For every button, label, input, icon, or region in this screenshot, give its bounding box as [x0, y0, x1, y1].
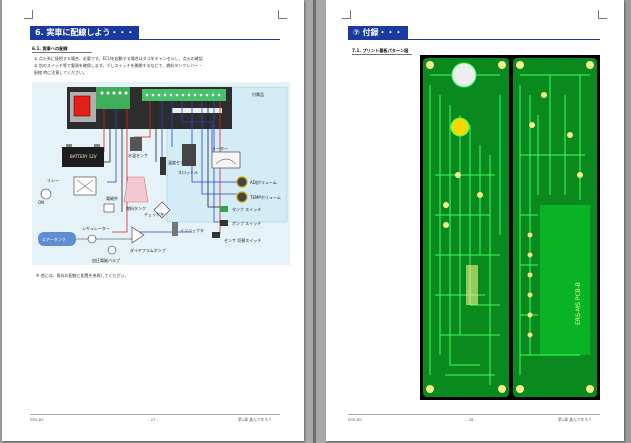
split-divider[interactable]: [313, 0, 316, 443]
relay-label: リレー: [47, 178, 59, 183]
page-number: - 27 -: [148, 417, 158, 422]
pcb-board-left: [423, 58, 509, 397]
crop-mark: [342, 10, 351, 19]
pressure-valve-label: 加圧電磁バルブ: [92, 257, 120, 263]
water-sensor: [130, 137, 142, 151]
pcb-pattern-figure: ERS-MS PCB-B: [420, 55, 600, 400]
ad-volume-label: ADJボリューム: [250, 179, 277, 185]
footer-right: 第1章 進んで作ろう: [558, 417, 592, 422]
air-tank-label: エアータンク: [42, 236, 66, 242]
ignition-label: ON: [38, 200, 44, 205]
page-number: - 28 -: [466, 417, 476, 422]
check-valve-label: チェック弁: [144, 211, 164, 217]
footer-rule: [30, 414, 280, 415]
fuel-tank-label: 燃料タンク: [126, 205, 146, 211]
pcb-svg: ERS-MS PCB-B: [423, 58, 597, 397]
water-sensor-label: 水温センサ: [128, 152, 148, 158]
body-line-3: 配線 時に注意してください。: [34, 70, 88, 75]
document-page-left: 6. 実車に配線しよう・・・ 6.1. 実車への配線 ① 点火系に接続する場合、…: [2, 0, 304, 441]
subsection-title: 6.1. 実車への配線: [32, 46, 68, 51]
air-sensor: [160, 157, 166, 175]
pcb-ground-plane: [540, 205, 590, 355]
crop-mark: [278, 10, 287, 19]
footer-rule: [348, 414, 600, 415]
check-valve: [153, 201, 171, 219]
wiring-diagram: 付属品: [32, 82, 290, 265]
air-tank: [38, 232, 76, 246]
battery-label: BATTERY 12V: [70, 154, 97, 159]
pcb-traces: [429, 74, 590, 385]
red-switch: [73, 95, 91, 117]
title-underline: [30, 39, 280, 40]
ignition-switch: [40, 188, 52, 200]
subsection-underline: [32, 52, 92, 53]
air-sensor-label: 温度センサ: [168, 159, 188, 165]
section-title: 6. 実車に配線しよう・・・: [30, 26, 140, 39]
footer-left: ERS-BS: [348, 417, 362, 422]
diaphragm-label: ダイヤフラムポンプ: [130, 247, 166, 253]
tank-switch-label: タンク スイッチ: [232, 206, 261, 212]
sensor-switch-label: センサ 切替スイッチ: [224, 237, 261, 243]
battery: [62, 147, 104, 167]
footer-right: 第1章 進んで作ろう: [238, 417, 272, 422]
connector-slot: [172, 108, 222, 113]
note-text: ※ 他には、既存の配線と配置を参照してください。: [36, 273, 129, 278]
diaphragm-pump: [131, 226, 145, 244]
pcb-board-label: ERS-MS PCB-B: [575, 282, 582, 325]
regulator: [87, 234, 97, 244]
injector-label: インジェクタ: [180, 227, 204, 233]
regulator-label: レギュレーター: [82, 225, 110, 231]
pcb-pads: [426, 61, 594, 393]
pcb-capacitor-pad: [450, 117, 470, 137]
fuel-tank: [123, 176, 149, 203]
section-title: ⑦ 付録・・・: [348, 26, 408, 39]
pressure-valve: [107, 245, 117, 255]
pump-switch: [220, 220, 228, 226]
body-line-1: ① 点火系に接続する場合、必要です。ECUを起動する場合はタコをキャンセルし、点…: [34, 56, 203, 61]
meter: [211, 151, 241, 169]
throttle-label: スロットル: [178, 170, 198, 175]
meter-label: メーター: [212, 145, 228, 151]
accessory-label: 付属品: [252, 91, 264, 97]
throttle-sensor: [182, 144, 196, 166]
terminal-block-1: [96, 87, 130, 109]
solenoid-label: 電磁弁: [106, 195, 118, 201]
wiring-diagram-svg: 付属品: [38, 86, 288, 263]
injector: [172, 222, 178, 236]
crop-mark: [598, 10, 607, 19]
footer-left: ERS-BS: [30, 417, 44, 422]
title-underline: [348, 39, 600, 40]
ad-volume-knob: [236, 176, 248, 188]
crop-mark: [24, 10, 33, 19]
temp-volume-knob: [236, 191, 248, 203]
pump-switch-label: ポンプ スイッチ: [232, 220, 261, 226]
terminal-screws: [100, 91, 221, 97]
pcb-mount-hole: [451, 62, 477, 88]
sensor-switch: [212, 232, 220, 238]
solenoid-valve: [103, 203, 115, 213]
body-line-2: ② 別のスイッチ等で電源を確保します。少しスイッチを開閉するなどで、燃料タンクレ…: [34, 63, 203, 68]
temp-volume-label: TEMPボリューム: [249, 194, 281, 200]
subsection-title: 7.1. プリント基板パターン図: [352, 48, 409, 53]
pcb-ic-footprint: [466, 265, 478, 305]
tank-switch: [220, 206, 228, 212]
subsection-underline: [352, 54, 412, 55]
